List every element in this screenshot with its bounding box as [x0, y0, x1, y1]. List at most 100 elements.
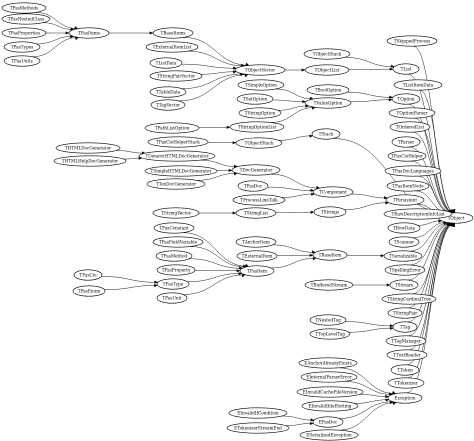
node-ellipse: [235, 236, 277, 248]
arrowhead: [244, 263, 249, 267]
arrowhead: [389, 67, 394, 71]
edge-line: [351, 193, 388, 199]
node-t-parser: TParser: [391, 136, 421, 148]
node-t-pas-doc: TPasDoc: [237, 180, 269, 192]
node-ellipse: [234, 64, 286, 76]
node-ellipse: [383, 250, 423, 262]
edge-t-pas-types-to-t-pas-items: [36, 35, 74, 45]
edge-t-pas-unit-to-t-pas-item: [183, 274, 246, 295]
node-ellipse: [239, 265, 275, 277]
node-e-serialized-exception: ESerializedException: [299, 429, 359, 441]
edge-e-invalid-cache-file-version-to-exception: [359, 394, 389, 398]
edge-line: [348, 327, 394, 333]
node-label: EInternalParserError: [306, 374, 351, 379]
node-ellipse: [237, 180, 269, 192]
node-ellipse: [300, 371, 358, 383]
arrowhead: [74, 37, 79, 41]
edge-line: [413, 222, 447, 239]
edge-e-serialized-exception-to-exception: [339, 402, 397, 431]
edge-line: [409, 146, 453, 214]
node-label: TSerializable: [389, 253, 417, 258]
edge-line: [359, 394, 389, 397]
node-t-doc-generator: TDocGenerator: [231, 164, 281, 176]
node-label: TStringList: [244, 210, 268, 215]
node-t-pas-constant: TPasConstant: [153, 222, 195, 234]
node-t-simple-option: TSimpleOption: [237, 79, 285, 91]
node-e-internal-parser-error: EInternalParserError: [300, 371, 358, 383]
node-ellipse: [156, 264, 196, 276]
arrowhead: [245, 62, 250, 66]
node-ellipse: [235, 137, 283, 149]
node-label: TPasCioHelperStack: [156, 139, 200, 144]
node-ellipse: [152, 236, 204, 248]
node-t-bool-option: TBoolOption: [306, 84, 350, 96]
node-t-scanner: TScanner: [388, 236, 420, 248]
node-label: TNestedTag: [315, 317, 341, 322]
edge-line: [281, 193, 315, 198]
node-label: TStack: [319, 131, 334, 136]
node-t-string-option: TStringOption: [238, 107, 282, 119]
node-ellipse: [391, 93, 421, 105]
node-t-tex-doc-generator: TTexDocGenerator: [146, 178, 206, 190]
node-label: TSimpleHTMLDocGenerator: [151, 168, 212, 173]
node-label: TSkippedProcess: [394, 38, 431, 43]
arrowhead: [232, 70, 237, 74]
node-label: TPasItem: [247, 268, 267, 273]
edge-line: [344, 202, 389, 210]
arrowhead: [233, 66, 237, 70]
node-thtml-help-doc-generator: THTMLHelpDocGenerator: [53, 155, 127, 167]
node-ellipse: [389, 279, 419, 291]
node-ellipse: [149, 86, 187, 98]
node-t-pas-field-variable: TPasFieldVariable: [152, 236, 204, 248]
edge-t-anchor-item-to-t-base-item: [272, 244, 316, 254]
arrowhead: [244, 74, 249, 78]
node-ellipse: [235, 207, 277, 219]
edge-line: [354, 399, 389, 404]
edge-t-pas-cio-main-parser-to-t-component: [281, 192, 315, 198]
node-label: EAnchorAlreadyExists: [304, 360, 351, 365]
node-t-external-item-list: TExternalItemList: [145, 41, 199, 53]
edge-t-external-item-list-to-t-object-vector: [187, 50, 245, 67]
edge-line: [181, 73, 244, 89]
arrowhead: [74, 26, 79, 29]
edge-t-external-item-to-t-base-item: [276, 253, 314, 257]
node-e-tokenizer-stream-end: ETokenizerStreamEnd: [226, 422, 290, 434]
node-ellipse: [392, 63, 420, 75]
node-ellipse: [145, 41, 199, 53]
node-ellipse: [385, 335, 427, 347]
node-label: TSetOption: [243, 96, 267, 101]
node-label: TRowData: [393, 225, 416, 230]
edge-line: [196, 173, 238, 181]
node-label: TOption: [397, 96, 414, 101]
arrowhead: [309, 134, 314, 138]
node-t-pas-cio-helper: TPasCioHelper: [387, 150, 427, 162]
edge-t-pas-cio-to-t-pas-type: [101, 276, 159, 284]
node-t-standalone-tag: TNestedTag: [309, 314, 347, 326]
node-ellipse: [1, 13, 51, 25]
node-ellipse: [386, 349, 428, 361]
node-ellipse: [388, 236, 420, 248]
node-ellipse: [304, 97, 352, 109]
arrowhead: [309, 422, 314, 426]
node-label: TScanner: [394, 239, 414, 244]
node-label: TOrderedList: [396, 124, 425, 129]
edge-line: [345, 321, 394, 327]
node-ellipse: [299, 429, 359, 441]
node-label: THTMLHelpDocGenerator: [62, 158, 118, 163]
edge-line: [178, 74, 249, 102]
node-thtml-doc-generator: THTMLDocGenerator: [55, 142, 121, 154]
arrowhead: [149, 31, 154, 35]
node-t-simple-html-doc-generator: TSimpleHTMLDocGenerator: [144, 165, 218, 177]
node-label: Exception: [394, 395, 415, 400]
arrowhead: [389, 95, 394, 99]
node-t-spelling-error: TSpellingError: [384, 264, 426, 276]
node-label: TStringPair: [393, 310, 418, 315]
edge-line: [200, 159, 238, 167]
node-t-string-cardinal-tree: TStringCardinalTree: [381, 293, 437, 305]
node-t-strings: TStrings: [313, 206, 347, 218]
node-label: TExternalItem: [242, 253, 273, 258]
edge-t-doc-generator-to-t-component: [270, 173, 320, 189]
node-t-object-list: TObjectList: [304, 64, 350, 76]
node-label: TBoolOption: [315, 87, 342, 92]
node-e-invalid-cache-file-version: EInvalidCacheFileVersion: [296, 386, 364, 398]
